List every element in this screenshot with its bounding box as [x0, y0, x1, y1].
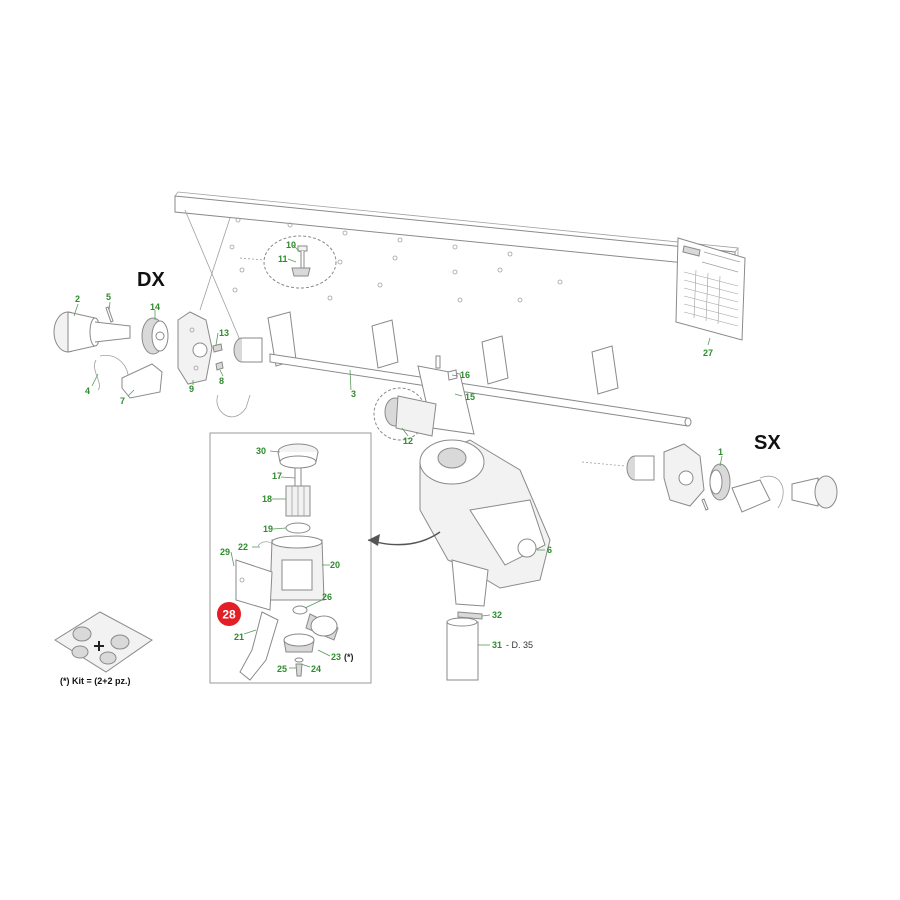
callout-16: 16 [460, 370, 470, 380]
callout-32: 32 [492, 610, 502, 620]
callout-20: 20 [330, 560, 340, 570]
callout-5: 5 [106, 292, 111, 302]
callout-24: 24 [311, 664, 321, 674]
callout-25: 25 [277, 664, 287, 674]
callout-26: 26 [322, 592, 332, 602]
callout-10: 10 [286, 240, 296, 250]
frame-brackets [267, 311, 619, 395]
sx-assembly [581, 443, 838, 513]
callout-15: 15 [465, 392, 475, 402]
side-label-sx: SX [754, 432, 781, 454]
inset-detail-box [209, 432, 372, 684]
callout-17: 17 [272, 471, 282, 481]
callout-11: 11 [278, 254, 288, 264]
callout-19: 19 [263, 524, 273, 534]
gear-kit-marker: (*) [344, 652, 354, 662]
highlight-badge-28: 28 [217, 602, 241, 626]
frame-bar [174, 191, 739, 341]
callout-1: 1 [718, 447, 723, 457]
leader-lines [73, 244, 723, 669]
callout-21: 21 [234, 632, 244, 642]
callout-27: 27 [703, 348, 713, 358]
callout-13: 13 [219, 328, 229, 338]
tube-spec-label: - D. 35 [506, 640, 533, 650]
callout-18: 18 [262, 494, 272, 504]
callout-29: 29 [220, 547, 230, 557]
callout-12: 12 [403, 436, 413, 446]
detail-arrow-head [368, 534, 380, 546]
kit-icon [54, 611, 153, 673]
gearbox-housing [419, 439, 551, 681]
kit-note: (*) Kit = (2+2 pz.) [60, 676, 131, 686]
callout-4: 4 [85, 386, 90, 396]
callout-31: 31 [492, 640, 502, 650]
callout-3: 3 [351, 389, 356, 399]
highlight-badge-label: 28 [222, 608, 236, 622]
side-label-dx: DX [137, 269, 165, 291]
dx-assembly [53, 306, 263, 418]
bolt-detail-circle [239, 235, 337, 289]
callout-22: 22 [238, 542, 248, 552]
callout-14: 14 [150, 302, 160, 312]
callout-2: 2 [75, 294, 80, 304]
callout-8: 8 [219, 376, 224, 386]
callout-labels: 1 2 3 4 5 6 7 8 9 10 11 12 13 14 15 16 1… [75, 240, 723, 674]
callout-6: 6 [547, 545, 552, 555]
callout-30: 30 [256, 446, 266, 456]
instruction-label-plate [675, 237, 746, 341]
callout-7: 7 [120, 396, 125, 406]
callout-23: 23 [331, 652, 341, 662]
main-shaft [269, 353, 692, 427]
callout-9: 9 [189, 384, 194, 394]
gear-plate-assembly [373, 355, 475, 441]
